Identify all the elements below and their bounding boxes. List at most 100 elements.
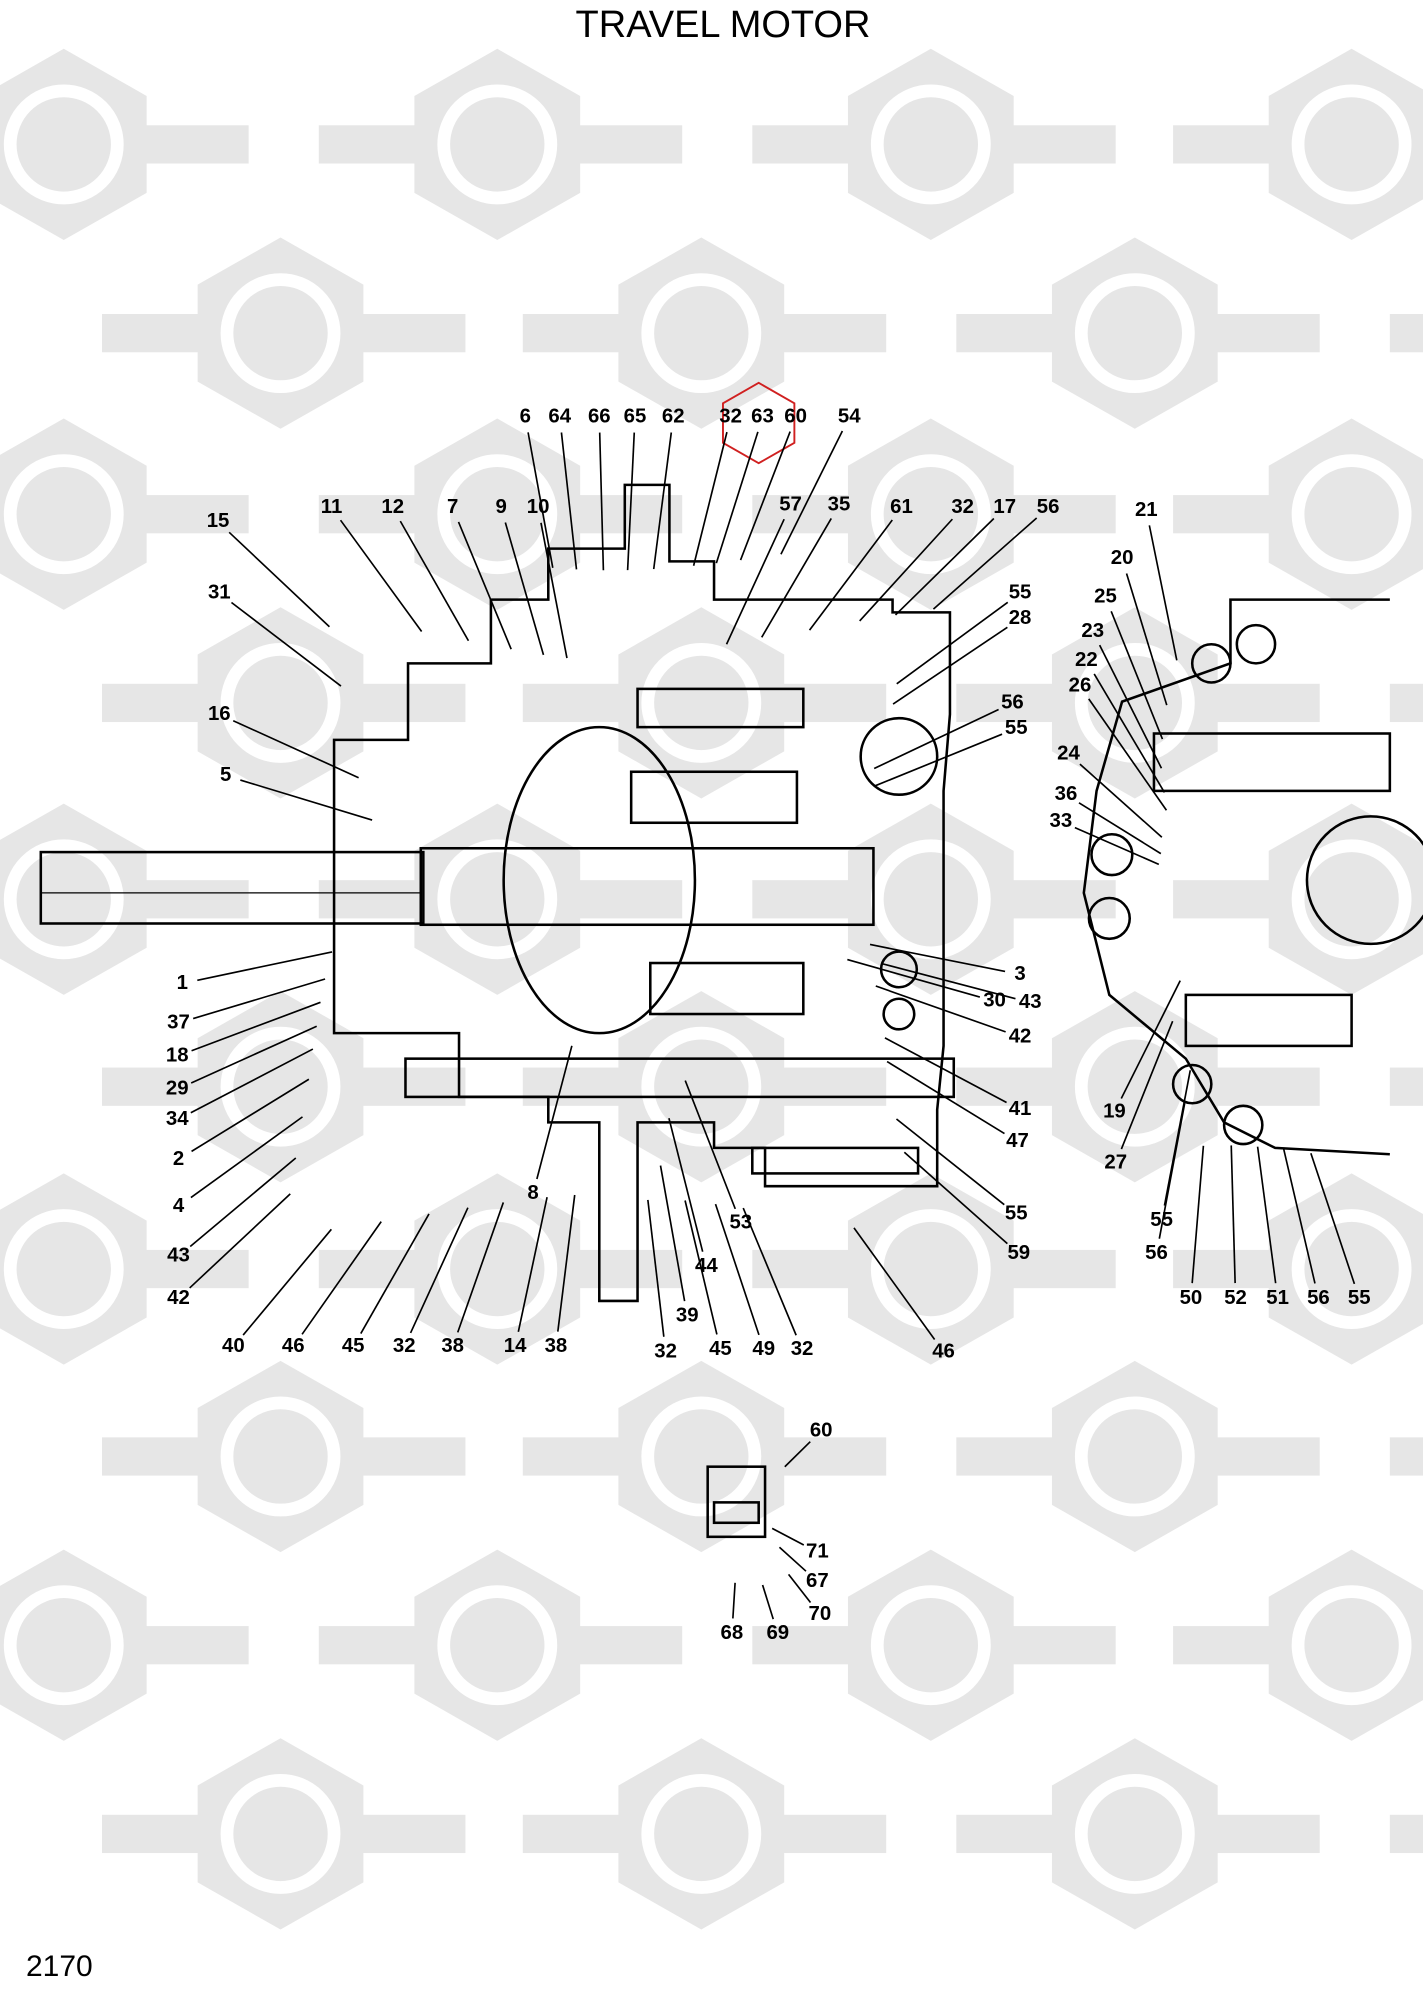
part-label-9[interactable]: 9 [495, 496, 506, 518]
part-label-38[interactable]: 38 [545, 1335, 568, 1357]
part-label-43[interactable]: 43 [1019, 991, 1042, 1013]
part-label-32[interactable]: 32 [393, 1335, 416, 1357]
leader-line [360, 1213, 430, 1334]
part-label-17[interactable]: 17 [993, 496, 1016, 518]
part-label-47[interactable]: 47 [1006, 1130, 1029, 1152]
leader-line [457, 521, 512, 650]
part-label-20[interactable]: 20 [1111, 547, 1134, 569]
part-label-3[interactable]: 3 [1014, 963, 1025, 985]
part-label-68[interactable]: 68 [721, 1622, 744, 1644]
leader-line [228, 531, 330, 628]
part-label-23[interactable]: 23 [1081, 620, 1104, 642]
leader-line [1088, 698, 1168, 811]
part-label-11[interactable]: 11 [321, 496, 343, 518]
part-label-62[interactable]: 62 [662, 406, 685, 428]
part-label-35[interactable]: 35 [828, 494, 851, 516]
part-label-36[interactable]: 36 [1055, 783, 1078, 805]
part-label-56[interactable]: 56 [1145, 1242, 1168, 1264]
part-label-37[interactable]: 37 [167, 1011, 190, 1033]
part-label-57[interactable]: 57 [779, 494, 802, 516]
part-label-19[interactable]: 19 [1103, 1101, 1126, 1123]
part-label-55[interactable]: 55 [1005, 1203, 1028, 1225]
part-label-39[interactable]: 39 [676, 1305, 699, 1327]
part-label-7[interactable]: 7 [447, 496, 458, 518]
part-label-38[interactable]: 38 [441, 1335, 464, 1357]
part-label-29[interactable]: 29 [166, 1078, 189, 1100]
part-label-50[interactable]: 50 [1180, 1287, 1203, 1309]
part-label-32[interactable]: 32 [951, 496, 974, 518]
part-label-52[interactable]: 52 [1224, 1287, 1247, 1309]
part-label-4[interactable]: 4 [173, 1195, 185, 1217]
part-label-27[interactable]: 27 [1104, 1152, 1127, 1174]
part-label-55[interactable]: 55 [1005, 717, 1028, 739]
part-label-65[interactable]: 65 [624, 406, 647, 428]
part-label-24[interactable]: 24 [1057, 742, 1080, 764]
part-label-21[interactable]: 21 [1135, 499, 1158, 521]
swash-plate [502, 725, 697, 1035]
part-label-2[interactable]: 2 [173, 1148, 184, 1170]
part-label-40[interactable]: 40 [222, 1335, 245, 1357]
part-label-34[interactable]: 34 [166, 1108, 189, 1130]
part-label-32[interactable]: 32 [791, 1338, 814, 1360]
part-label-67[interactable]: 67 [806, 1570, 829, 1592]
part-label-32[interactable]: 32 [654, 1340, 677, 1362]
part-label-22[interactable]: 22 [1075, 649, 1098, 671]
part-label-32[interactable]: 32 [719, 406, 742, 428]
part-label-53[interactable]: 53 [729, 1212, 752, 1234]
part-label-46[interactable]: 46 [932, 1340, 955, 1362]
part-label-25[interactable]: 25 [1094, 585, 1117, 607]
part-label-51[interactable]: 51 [1266, 1287, 1289, 1309]
part-label-42[interactable]: 42 [167, 1287, 190, 1309]
part-label-70[interactable]: 70 [809, 1603, 832, 1625]
part-label-56[interactable]: 56 [1001, 691, 1024, 713]
part-label-30[interactable]: 30 [983, 990, 1006, 1012]
part-label-55[interactable]: 55 [1348, 1287, 1371, 1309]
part-label-59[interactable]: 59 [1007, 1242, 1030, 1264]
part-label-61[interactable]: 61 [890, 496, 913, 518]
part-label-60[interactable]: 60 [810, 1419, 833, 1441]
leader-line [560, 432, 578, 570]
part-label-16[interactable]: 16 [208, 703, 231, 725]
part-label-15[interactable]: 15 [207, 510, 230, 532]
leader-line [725, 518, 785, 645]
part-label-10[interactable]: 10 [527, 496, 550, 518]
part-label-41[interactable]: 41 [1009, 1098, 1032, 1120]
part-label-26[interactable]: 26 [1069, 675, 1092, 697]
part-label-45[interactable]: 45 [342, 1335, 365, 1357]
part-label-55[interactable]: 55 [1009, 582, 1032, 604]
leader-line [742, 1207, 797, 1336]
leader-line [780, 430, 844, 555]
part-label-63[interactable]: 63 [751, 406, 774, 428]
part-label-12[interactable]: 12 [381, 496, 404, 518]
part-label-42[interactable]: 42 [1009, 1025, 1032, 1047]
part-label-56[interactable]: 56 [1307, 1287, 1330, 1309]
part-label-8[interactable]: 8 [527, 1182, 538, 1204]
part-label-56[interactable]: 56 [1037, 496, 1060, 518]
part-label-46[interactable]: 46 [282, 1335, 305, 1357]
part-label-69[interactable]: 69 [766, 1622, 789, 1644]
part-label-64[interactable]: 64 [548, 406, 571, 428]
part-label-31[interactable]: 31 [208, 582, 231, 604]
part-label-14[interactable]: 14 [504, 1335, 527, 1357]
part-label-6[interactable]: 6 [520, 406, 531, 428]
leader-line [808, 519, 893, 631]
part-label-66[interactable]: 66 [588, 406, 611, 428]
leader-line [1310, 1152, 1356, 1285]
part-label-45[interactable]: 45 [709, 1338, 732, 1360]
part-label-71[interactable]: 71 [806, 1541, 829, 1563]
watermark-logo [1389, 683, 1423, 723]
part-label-18[interactable]: 18 [166, 1044, 189, 1066]
part-label-60[interactable]: 60 [784, 406, 807, 428]
part-label-55[interactable]: 55 [1150, 1209, 1173, 1231]
leader-line [1230, 1145, 1236, 1284]
part-label-33[interactable]: 33 [1050, 810, 1073, 832]
part-label-28[interactable]: 28 [1009, 607, 1032, 629]
part-label-1[interactable]: 1 [177, 972, 188, 994]
part-label-44[interactable]: 44 [695, 1255, 718, 1277]
part-label-43[interactable]: 43 [167, 1245, 190, 1267]
page-title: TRAVEL MOTOR [575, 4, 871, 46]
part-label-49[interactable]: 49 [752, 1338, 775, 1360]
part-label-54[interactable]: 54 [838, 406, 861, 428]
part-label-5[interactable]: 5 [220, 764, 231, 786]
